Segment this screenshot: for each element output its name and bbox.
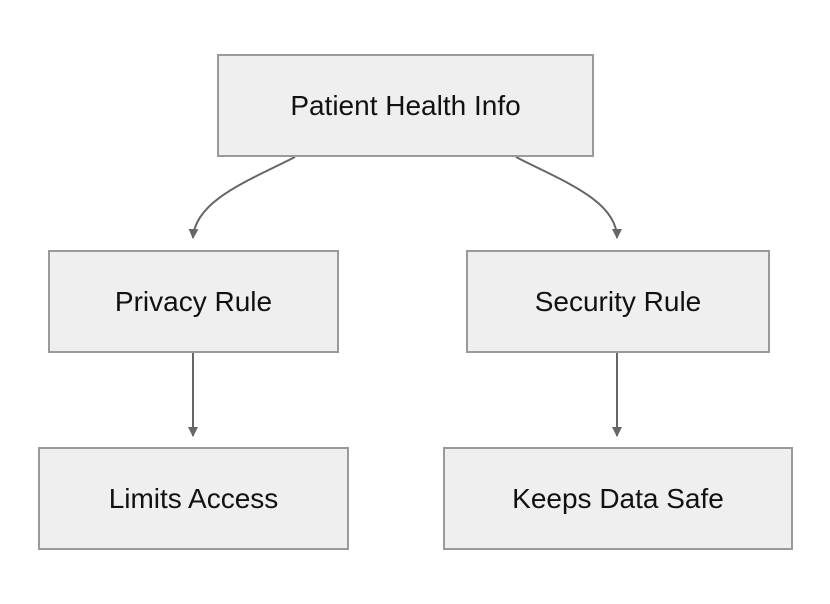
node-label: Keeps Data Safe [512,482,724,514]
node-patient-health-info: Patient Health Info [217,54,594,157]
node-privacy-rule: Privacy Rule [48,250,339,353]
edge-phi-to-security [515,156,622,239]
node-label: Limits Access [108,482,279,514]
edge-phi-to-privacy [188,156,296,239]
node-keeps-data-safe: Keeps Data Safe [443,447,793,550]
node-limits-access: Limits Access [38,447,349,550]
node-label: Patient Health Info [290,89,521,121]
node-label: Security Rule [534,285,702,317]
node-label: Privacy Rule [114,285,273,317]
node-security-rule: Security Rule [466,250,770,353]
